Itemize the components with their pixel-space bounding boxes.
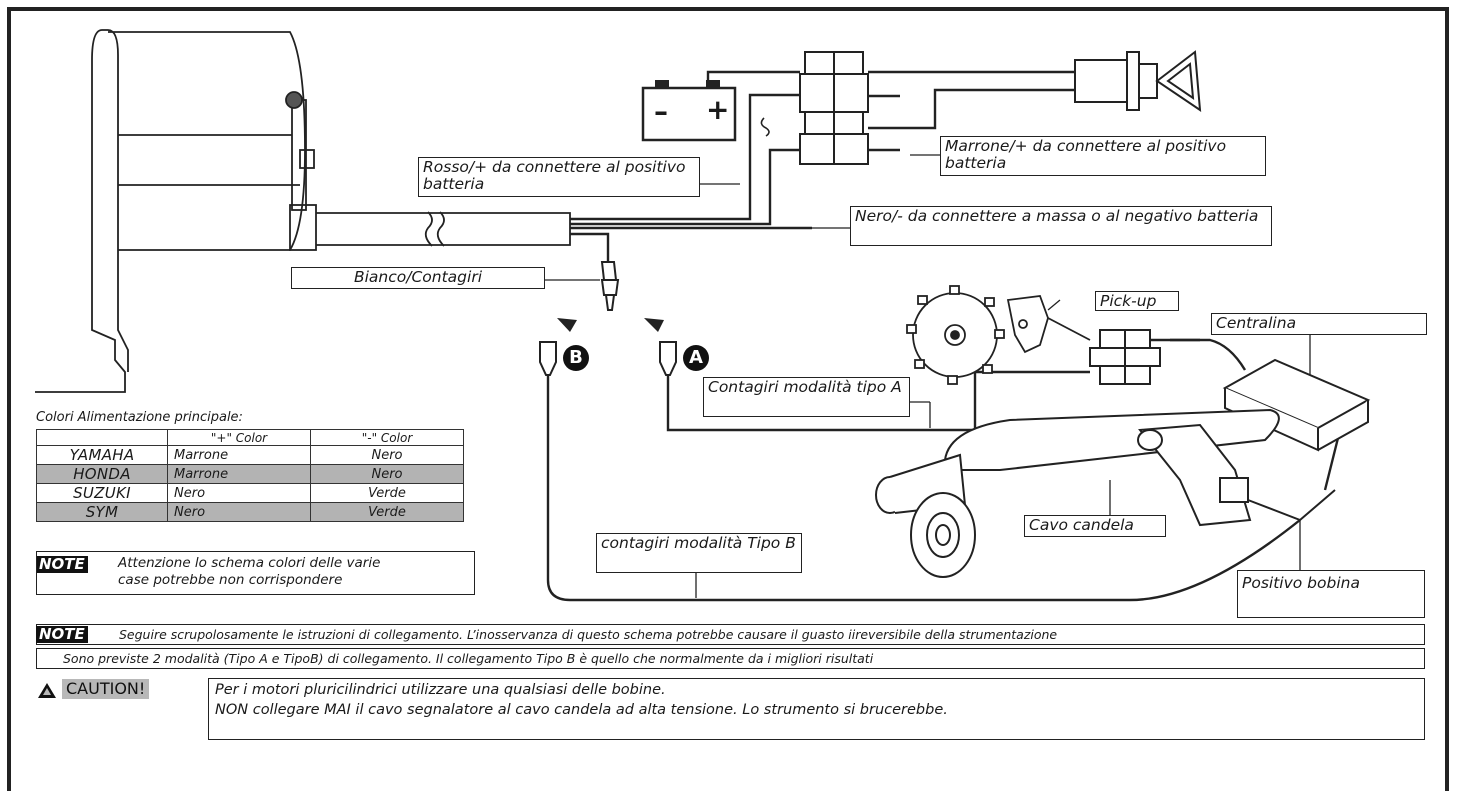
label-nero: Nero/- da connettere a massa o al negati…: [850, 206, 1272, 246]
ignition-switch-icon: [1074, 50, 1202, 112]
plus-color-cell: Nero: [167, 483, 311, 503]
minus-color-cell: Nero: [310, 445, 464, 465]
terminal-icon: [600, 261, 620, 311]
table-row: HONDA Marrone Nero: [36, 464, 464, 484]
header-plus-color: "+" Color: [167, 429, 311, 446]
colors-table-title: Colori Alimentazione principale:: [36, 410, 243, 425]
table-row: YAMAHA Marrone Nero: [36, 445, 464, 465]
wire-break-icon: [760, 117, 770, 137]
header-minus-color: "-" Color: [310, 429, 464, 446]
label-tipo-a: Contagiri modalità tipo A: [703, 377, 910, 417]
plus-color-cell: Marrone: [167, 445, 311, 465]
note-tag: NOTE: [36, 626, 88, 643]
pickup-wheel-icon: [906, 285, 1005, 385]
connector-block-icon: [1089, 329, 1161, 385]
brand-cell: SYM: [36, 502, 168, 522]
table-row: SYM Nero Verde: [36, 502, 464, 522]
label-positivo-bobina: Positivo bobina: [1237, 570, 1425, 618]
leader-lines: [545, 154, 1311, 598]
battery-icon: [641, 80, 737, 142]
wiring: [546, 70, 1342, 602]
label-cavo-candela: Cavo candela: [1024, 515, 1166, 537]
gauge-illustration: [35, 29, 571, 393]
plus-color-cell: Nero: [167, 502, 311, 522]
label-centralina: Centralina: [1211, 313, 1427, 335]
pickup-sensor-icon: [1006, 295, 1091, 354]
label-bianco: Bianco/Contagiri: [291, 267, 545, 289]
brand-cell: SUZUKI: [36, 483, 168, 503]
female-terminal-icon: [539, 341, 677, 376]
marker-a: A: [683, 345, 709, 371]
caution-line-2: NON collegare MAI il cavo segnalatore al…: [215, 702, 948, 718]
caution-tag: CAUTION!: [62, 679, 150, 699]
connector-block-icon: [799, 51, 869, 165]
colors-table: "+" Color "-" Color YAMAHA Marrone Nero …: [36, 429, 464, 522]
label-tipo-b: contagiri modalità Tipo B: [596, 533, 802, 573]
marker-b: B: [563, 345, 589, 371]
arrow-icon: [557, 318, 664, 332]
label-marrone: Marrone/+ da connettere al positivo batt…: [940, 136, 1266, 176]
note-line-2: case potrebbe non corrispondere: [118, 572, 343, 588]
colors-table-header: "+" Color "-" Color: [36, 429, 464, 446]
label-rosso: Rosso/+ da connettere al positivo batter…: [418, 157, 700, 197]
caution-line-1: Per i motori pluricilindrici utilizzare …: [215, 682, 666, 698]
note-bar: Seguire scrupolosamente le istruzioni di…: [36, 624, 1425, 645]
note-tag: NOTE: [36, 556, 88, 573]
brand-cell: YAMAHA: [36, 445, 168, 465]
battery-minus-label: –: [654, 95, 668, 128]
table-row: SUZUKI Nero Verde: [36, 483, 464, 503]
minus-color-cell: Nero: [310, 464, 464, 484]
minus-color-cell: Verde: [310, 502, 464, 522]
plus-color-cell: Marrone: [167, 464, 311, 484]
note-box: [36, 551, 475, 595]
header-brand: [36, 429, 168, 446]
caution-box: Per i motori pluricilindrici utilizzare …: [208, 678, 1425, 740]
battery-plus-label: +: [706, 93, 730, 126]
minus-color-cell: Verde: [310, 483, 464, 503]
ignition-coil-icon: [875, 408, 1336, 578]
warning-bar: Sono previste 2 modalità (Tipo A e TipoB…: [36, 648, 1425, 669]
note-line-1: Attenzione lo schema colori delle varie: [118, 555, 381, 571]
label-pickup: Pick-up: [1095, 291, 1179, 311]
brand-cell: HONDA: [36, 464, 168, 484]
